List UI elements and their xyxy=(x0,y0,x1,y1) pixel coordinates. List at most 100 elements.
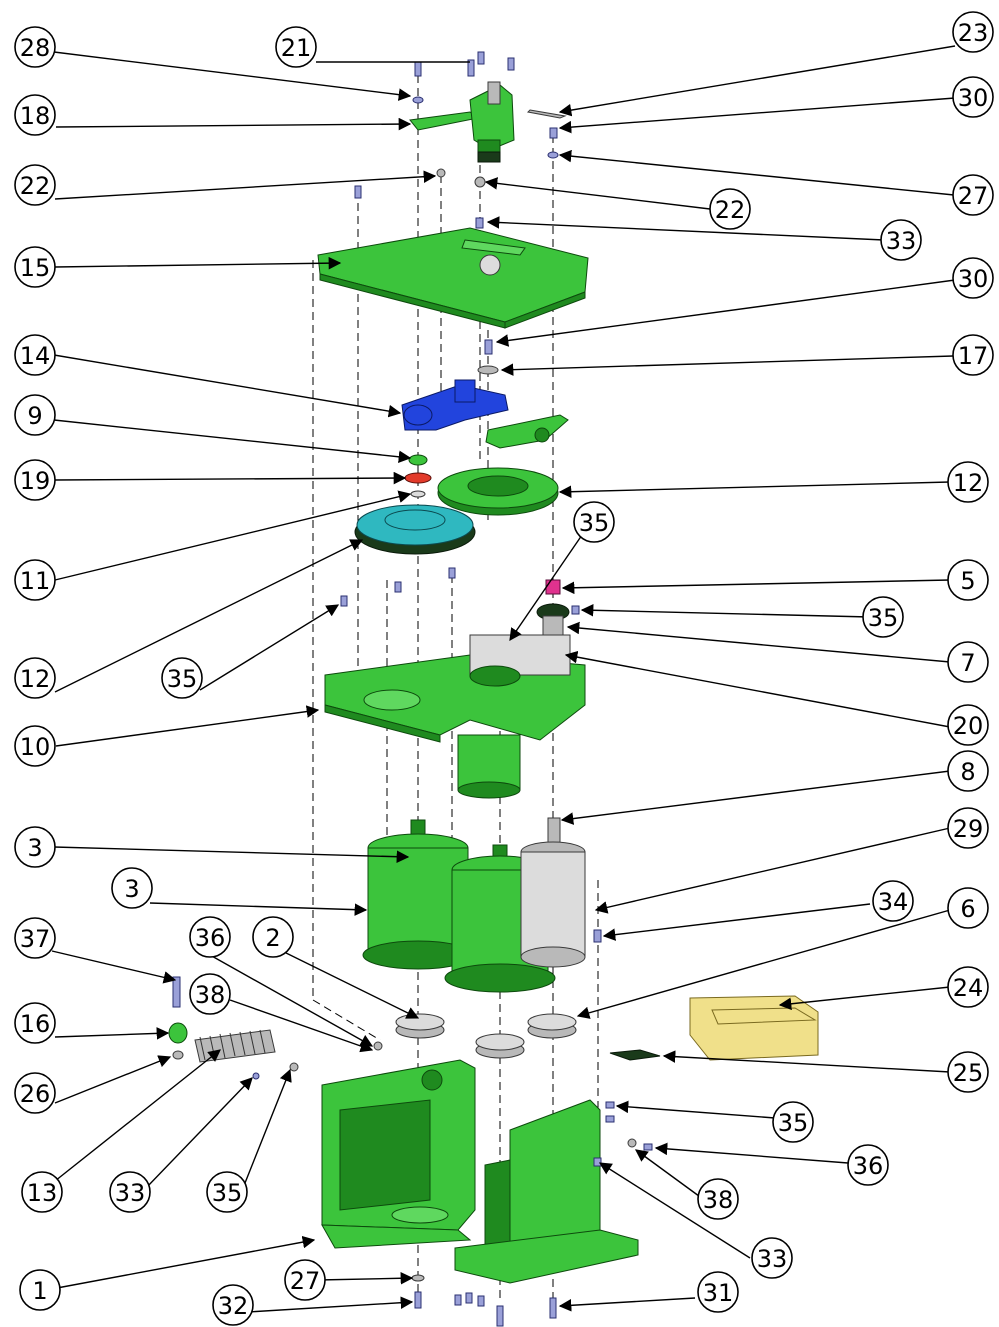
callout-number: 5 xyxy=(960,567,975,595)
callout-circle xyxy=(14,334,56,376)
callout-number: 13 xyxy=(27,1179,58,1207)
callout-circle xyxy=(947,461,989,503)
green-lever xyxy=(485,414,569,449)
callout-number: 35 xyxy=(868,604,899,632)
callout-35: 35 xyxy=(161,657,203,699)
callout-circle xyxy=(947,559,989,601)
screws-top xyxy=(354,51,567,229)
callout-number: 28 xyxy=(20,34,51,62)
callout-circle xyxy=(14,917,56,959)
callout-number: 32 xyxy=(218,1292,249,1320)
callout-circle xyxy=(284,1259,326,1301)
callout-number: 17 xyxy=(958,342,989,370)
gear-left-part-12 xyxy=(354,504,476,555)
callout-number: 38 xyxy=(195,981,226,1009)
blue-bracket-part-14 xyxy=(401,379,509,431)
callout-number: 18 xyxy=(20,102,51,130)
callout-3: 3 xyxy=(111,867,153,909)
callout-number: 36 xyxy=(195,924,226,952)
callout-25: 25 xyxy=(947,1051,989,1093)
callout-circle xyxy=(862,596,904,638)
callout-37: 37 xyxy=(14,917,56,959)
callout-22: 22 xyxy=(14,164,56,206)
screw-part-34 xyxy=(593,929,602,943)
callout-33: 33 xyxy=(880,219,922,261)
callout-number: 36 xyxy=(853,1152,884,1180)
callout-circle xyxy=(14,26,56,68)
callout-number: 24 xyxy=(953,974,984,1002)
callout-23: 23 xyxy=(952,11,994,53)
callout-number: 30 xyxy=(958,84,989,112)
callout-35: 35 xyxy=(862,596,904,638)
callout-circle xyxy=(847,1144,889,1186)
callout-number: 12 xyxy=(953,469,984,497)
callout-11: 11 xyxy=(14,559,56,601)
callout-circle xyxy=(952,334,994,376)
callout-number: 7 xyxy=(960,649,975,677)
callout-31: 31 xyxy=(697,1271,739,1313)
callout-27: 27 xyxy=(952,174,994,216)
callout-3: 3 xyxy=(14,826,56,868)
callout-circle xyxy=(573,501,615,543)
callout-5: 5 xyxy=(947,559,989,601)
callout-24: 24 xyxy=(947,966,989,1008)
callout-number: 9 xyxy=(27,402,42,430)
callout-number: 3 xyxy=(124,875,139,903)
callout-circle xyxy=(14,1072,56,1114)
callout-circle xyxy=(21,1171,63,1213)
spacers-9-19 xyxy=(404,454,432,498)
callout-32: 32 xyxy=(212,1284,254,1326)
callout-circle xyxy=(947,966,989,1008)
callout-number: 26 xyxy=(20,1080,51,1108)
callout-circle xyxy=(947,641,989,683)
callout-number: 22 xyxy=(715,196,746,224)
callout-number: 35 xyxy=(212,1179,243,1207)
callout-number: 27 xyxy=(958,182,989,210)
small-plate-part-25 xyxy=(609,1049,661,1061)
callout-circle xyxy=(14,725,56,767)
top-bracket-part-18 xyxy=(409,81,515,163)
callout-16: 16 xyxy=(14,1002,56,1044)
callout-circle xyxy=(189,973,231,1015)
callout-circle xyxy=(697,1271,739,1313)
screws-base xyxy=(411,1101,653,1327)
callout-number: 23 xyxy=(958,19,989,47)
callout-number: 25 xyxy=(953,1059,984,1087)
callout-1: 1 xyxy=(19,1269,61,1311)
callout-circle xyxy=(161,657,203,699)
callout-number: 22 xyxy=(20,172,51,200)
small-parts-30-17 xyxy=(477,339,499,375)
callout-circle xyxy=(275,26,317,68)
callout-number: 12 xyxy=(20,665,51,693)
callout-number: 10 xyxy=(20,733,51,761)
callout-number: 1 xyxy=(32,1277,47,1305)
callout-36: 36 xyxy=(189,916,231,958)
callout-circle xyxy=(772,1101,814,1143)
base-housing-left-part-1 xyxy=(321,1059,476,1249)
callout-34: 34 xyxy=(872,880,914,922)
callout-21: 21 xyxy=(275,26,317,68)
callout-number: 14 xyxy=(20,342,51,370)
callout-33: 33 xyxy=(109,1171,151,1213)
callout-18: 18 xyxy=(14,94,56,136)
callout-number: 35 xyxy=(579,509,610,537)
callout-26: 26 xyxy=(14,1072,56,1114)
callout-7: 7 xyxy=(947,641,989,683)
callout-circle xyxy=(751,1237,793,1279)
rings-2-6 xyxy=(395,1013,577,1059)
callout-circle xyxy=(709,188,751,230)
callout-22: 22 xyxy=(709,188,751,230)
gear-right-part-12 xyxy=(437,467,559,516)
callout-circle xyxy=(947,1051,989,1093)
callout-12: 12 xyxy=(14,657,56,699)
callout-12: 12 xyxy=(947,461,989,503)
callout-circle xyxy=(19,1269,61,1311)
callout-35: 35 xyxy=(206,1171,248,1213)
callout-circle xyxy=(14,246,56,288)
callout-circle xyxy=(697,1178,739,1220)
callout-circle xyxy=(14,94,56,136)
callout-6: 6 xyxy=(947,887,989,929)
callout-number: 33 xyxy=(115,1179,146,1207)
